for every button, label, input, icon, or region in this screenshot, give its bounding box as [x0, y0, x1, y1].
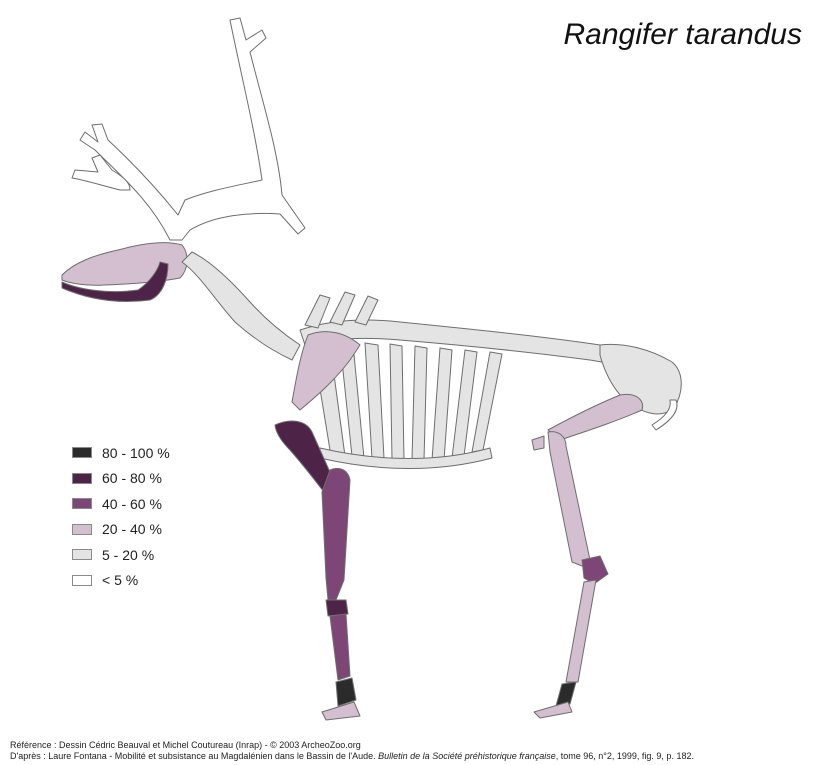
- legend-label: 80 - 100 %: [102, 445, 170, 461]
- legend-item: 60 - 80 %: [72, 466, 170, 492]
- legend: 80 - 100 % 60 - 80 % 40 - 60 % 20 - 40 %…: [72, 440, 170, 593]
- legend-swatch: [72, 498, 92, 509]
- legend-label: 40 - 60 %: [102, 496, 162, 512]
- legend-item: < 5 %: [72, 568, 170, 594]
- legend-swatch: [72, 473, 92, 484]
- legend-label: 60 - 80 %: [102, 470, 162, 486]
- legend-item: 80 - 100 %: [72, 440, 170, 466]
- legend-item: 40 - 60 %: [72, 491, 170, 517]
- credits-source: D'après : Laure Fontana - Mobilité et su…: [10, 751, 694, 762]
- legend-label: 20 - 40 %: [102, 521, 162, 537]
- tibia-bone: [548, 432, 590, 566]
- legend-item: 5 - 20 %: [72, 542, 170, 568]
- credits-journal: Bulletin de la Société préhistorique fra…: [378, 751, 556, 761]
- hoof-bone: [534, 702, 572, 718]
- metatarsal-bone: [566, 580, 596, 682]
- credits-reference: Référence : Dessin Cédric Beauval et Mic…: [10, 740, 694, 751]
- legend-swatch: [72, 575, 92, 586]
- legend-label: 5 - 20 %: [102, 547, 154, 563]
- spine-bone: [305, 292, 378, 328]
- credits: Référence : Dessin Cédric Beauval et Mic…: [10, 740, 694, 762]
- legend-swatch: [72, 549, 92, 560]
- legend-swatch: [72, 447, 92, 458]
- legend-label: < 5 %: [102, 572, 138, 588]
- legend-item: 20 - 40 %: [72, 517, 170, 543]
- carpal-bones: [326, 600, 348, 616]
- credits-source-text: D'après : Laure Fontana - Mobilité et su…: [10, 751, 378, 761]
- patella-bone: [532, 436, 544, 450]
- credits-source-details: , tome 96, n°2, 1999, fig. 9, p. 182.: [556, 751, 694, 761]
- cervical-vertebrae: [182, 252, 300, 360]
- sternum-bone: [320, 448, 492, 469]
- legend-swatch: [72, 524, 92, 535]
- radius-ulna-bone: [322, 468, 350, 600]
- metacarpal-bone: [330, 614, 350, 680]
- antler-bone: [80, 18, 305, 240]
- femur-bone: [548, 394, 643, 440]
